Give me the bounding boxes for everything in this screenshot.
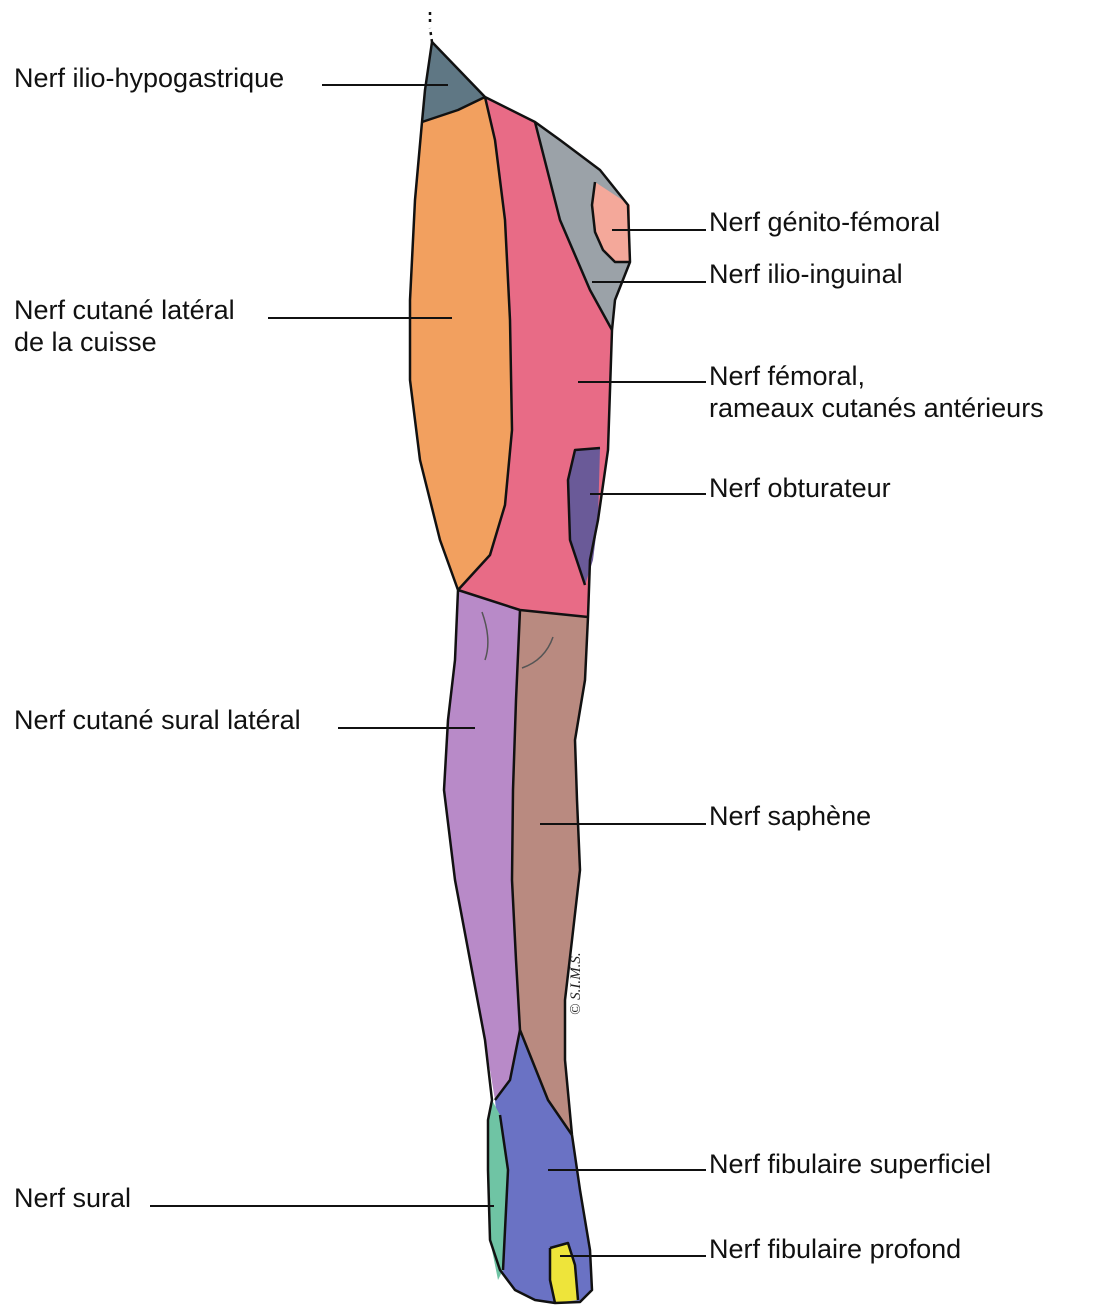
label-cutane-lateral-cuisse: Nerf cutané latéral de la cuisse [14, 294, 235, 358]
label-saphene: Nerf saphène [709, 800, 871, 832]
label-femoral-line1: Nerf fémoral, [709, 360, 1044, 392]
label-sural: Nerf sural [14, 1182, 131, 1214]
label-fibulaire-profond: Nerf fibulaire profond [709, 1233, 961, 1265]
label-ilio-hypogastrique: Nerf ilio-hypogastrique [14, 62, 284, 94]
label-ilio-inguinal: Nerf ilio-inguinal [709, 258, 903, 290]
label-cutane-lateral-cuisse-line1: Nerf cutané latéral [14, 294, 235, 326]
copyright-mark: © S.I.M.S. [568, 952, 585, 1015]
label-fibulaire-superficiel: Nerf fibulaire superficiel [709, 1148, 991, 1180]
region-cutane-lateral-cuisse [410, 97, 512, 590]
label-obturateur: Nerf obturateur [709, 472, 891, 504]
label-femoral: Nerf fémoral, rameaux cutanés antérieurs [709, 360, 1044, 424]
label-cutane-sural-lateral: Nerf cutané sural latéral [14, 704, 301, 736]
label-cutane-lateral-cuisse-line2: de la cuisse [14, 326, 235, 358]
label-femoral-line2: rameaux cutanés antérieurs [709, 392, 1044, 424]
label-genito-femoral: Nerf génito-fémoral [709, 206, 940, 238]
